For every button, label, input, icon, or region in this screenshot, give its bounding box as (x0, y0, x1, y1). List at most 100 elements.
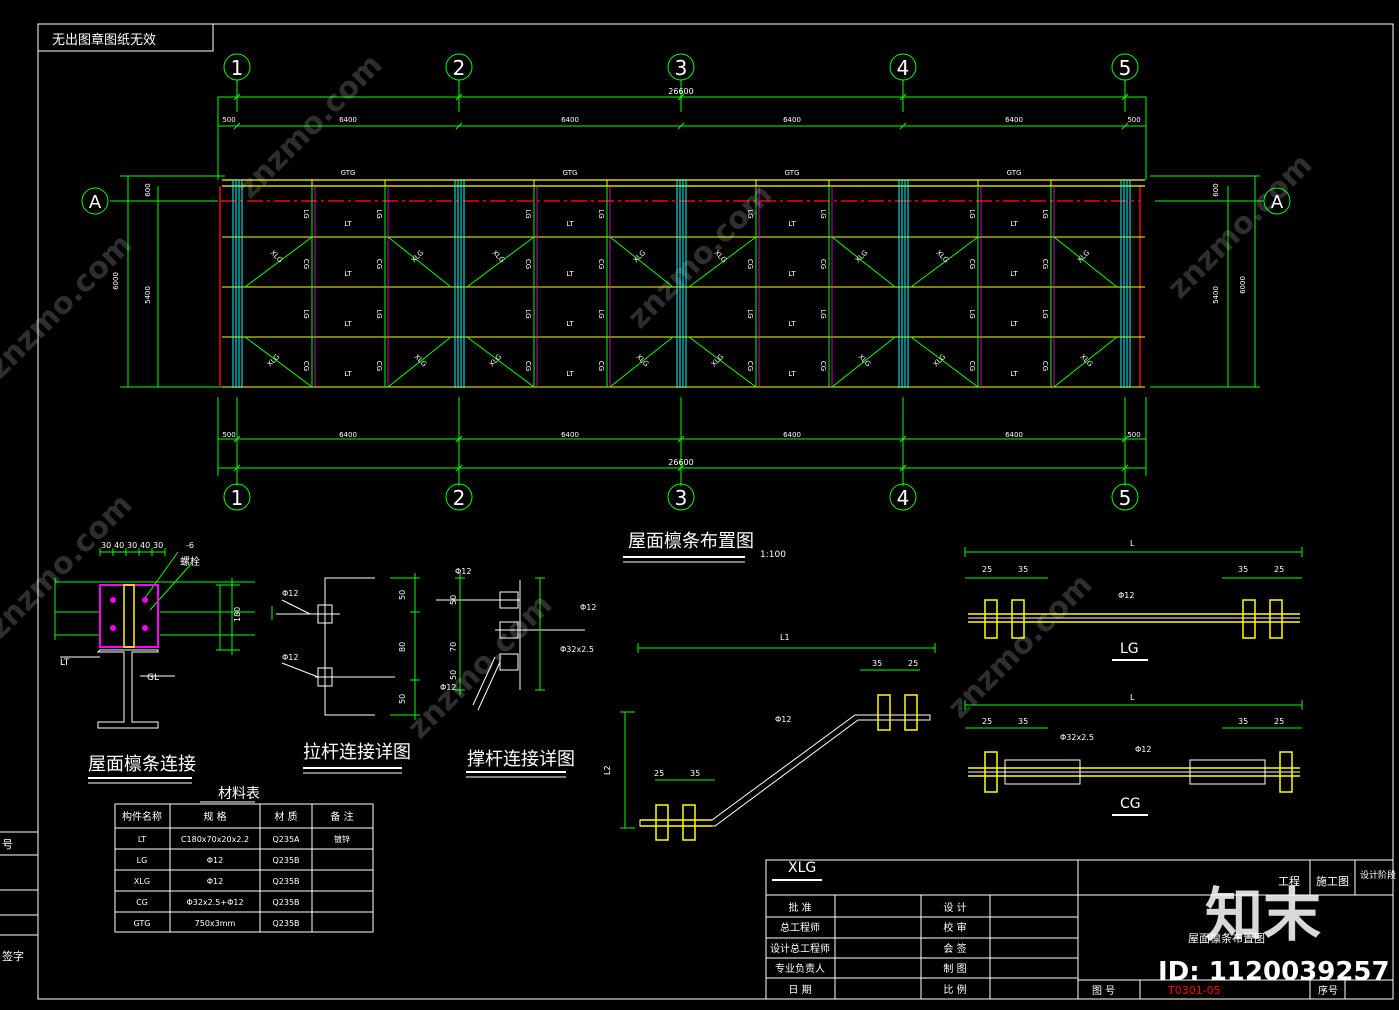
axis-bubble-bottom (445, 483, 473, 511)
member-xlg: XLG (266, 353, 282, 369)
tb-stage-value: 施工图 (1316, 875, 1349, 888)
plan-title: 屋面檩条布置图 (628, 531, 754, 552)
dim-height-inner-right: 5400 (1212, 286, 1220, 304)
member-gtg: GTG (785, 169, 800, 177)
member-lt: LT (566, 220, 574, 228)
cg-l: L (1130, 693, 1135, 702)
lg-title: LG (1120, 641, 1139, 657)
cg-d25: 25 (982, 717, 992, 726)
member-lt: LT (344, 220, 352, 228)
dim-height-outer-left: 6000 (112, 272, 120, 290)
axis-label-a-right: A (1271, 192, 1284, 213)
rod-dim-1: 50 (398, 590, 407, 600)
member-lt: LT (1010, 270, 1018, 278)
title-block-role: 比 例 (943, 983, 966, 996)
member-lt: LT (566, 370, 574, 378)
watermark-site-6: znzmo.com (401, 587, 560, 746)
watermark-site-5: znzmo.com (0, 487, 139, 646)
title-block-role: 会 签 (943, 942, 966, 955)
brace-phi-1: Φ12 (455, 567, 471, 576)
strip-label-1: 号 (2, 838, 13, 851)
member-lg: LG (968, 209, 976, 218)
member-xlg: XLG (410, 249, 426, 265)
drawing-frame (0, 23, 1394, 1000)
cg-title: CG (1120, 796, 1141, 812)
member-xlg: XLG (488, 353, 504, 369)
member-cg: CG (819, 259, 827, 269)
brace-phi-2: Φ12 (580, 603, 596, 612)
member-cg: CG (375, 259, 383, 269)
axis-bubble-a-left (81, 187, 109, 215)
axis-label-top: 2 (453, 56, 466, 80)
cg-phi: Φ12 (1135, 745, 1151, 754)
material-table-header: 构件名称 (122, 810, 162, 823)
dim-height-top-left: 600 (144, 183, 152, 196)
member-gtg: GTG (341, 169, 356, 177)
purlin-detail-title: 屋面檩条连接 (88, 754, 196, 775)
dim-edge-bottom-left: 500 (222, 431, 235, 439)
member-cg: CG (746, 259, 754, 269)
watermark-brand: 知末 (1205, 881, 1321, 949)
member-cg: CG (302, 259, 310, 269)
purlin-plate: -6 (186, 541, 194, 550)
axis-bubble-bottom (223, 483, 251, 511)
xlg-l2: L2 (603, 765, 612, 775)
lg-d25b: 25 (1274, 565, 1284, 574)
title-block-role: 日 期 (788, 984, 811, 996)
member-lt: LT (1010, 220, 1018, 228)
cg-phi2: Φ32x2.5 (1060, 733, 1094, 742)
dim-edge-bottom-right: 500 (1127, 431, 1140, 439)
member-lt: LT (344, 370, 352, 378)
tb-drawing-no: T0301-05 (1167, 984, 1221, 997)
tb-drawing-title: 屋面檩条布置图 (1188, 931, 1265, 945)
brace-phi-4: Φ12 (440, 683, 456, 692)
title-block-role: 专业负责人 (775, 962, 825, 975)
member-lt: LT (344, 320, 352, 328)
material-table-cell: Q235B (272, 856, 299, 865)
detail-xlg: L1 L2 25 35 35 25 Φ12 XLG (603, 633, 936, 881)
watermark-site-1: znzmo.com (0, 227, 139, 386)
purlin-total: 180 (233, 607, 242, 622)
material-table-cell: Q235B (272, 877, 299, 886)
title-block-role: 校 审 (943, 921, 966, 934)
dim-edge-top-right: 500 (1127, 116, 1140, 124)
purlin-gl: GL (147, 673, 159, 683)
dim-bay-top: 6400 (783, 116, 801, 124)
watermark-id: ID: 1120039257 (1158, 957, 1390, 987)
member-lg: LG (375, 309, 383, 318)
material-table-cell: CG (136, 898, 148, 907)
axis-bubble-bottom (667, 483, 695, 511)
dim-height-top-right: 600 (1212, 183, 1220, 196)
purlin-dim-1: 30 (101, 541, 111, 550)
axis-bubble-bottom (1111, 483, 1139, 511)
member-gtg: GTG (563, 169, 578, 177)
member-cg: CG (375, 361, 383, 371)
material-table-cell: 750x3mm (195, 919, 236, 928)
axis-bubble-top (223, 53, 251, 81)
material-table-cell: LT (138, 835, 146, 844)
axis-label-bottom: 4 (897, 486, 910, 510)
member-lt: LT (566, 270, 574, 278)
plan-scale: 1:100 (760, 550, 786, 560)
axis-label-top: 3 (675, 56, 688, 80)
cg-d35b: 35 (1238, 717, 1248, 726)
member-cg: CG (819, 361, 827, 371)
member-lt: LT (1010, 370, 1018, 378)
material-table-title: 材料表 (218, 786, 260, 802)
member-cg: CG (524, 259, 532, 269)
brace-detail-title: 撑杆连接详图 (467, 749, 575, 770)
member-cg: CG (746, 361, 754, 371)
tb-stage-label: 设计阶段 (1360, 869, 1396, 881)
member-lg: LG (819, 309, 827, 318)
title-block-role: 设计总工程师 (770, 942, 830, 955)
material-table-header: 备 注 (330, 810, 353, 823)
member-cg: CG (1041, 361, 1049, 371)
axis-label-top: 4 (897, 56, 910, 80)
material-table-cell: Q235B (272, 919, 299, 928)
axis-label-a-left: A (89, 192, 102, 213)
brace-dim-3: 50 (449, 670, 458, 680)
dim-bay-bottom: 6400 (339, 431, 357, 439)
member-lg: LG (746, 309, 754, 318)
